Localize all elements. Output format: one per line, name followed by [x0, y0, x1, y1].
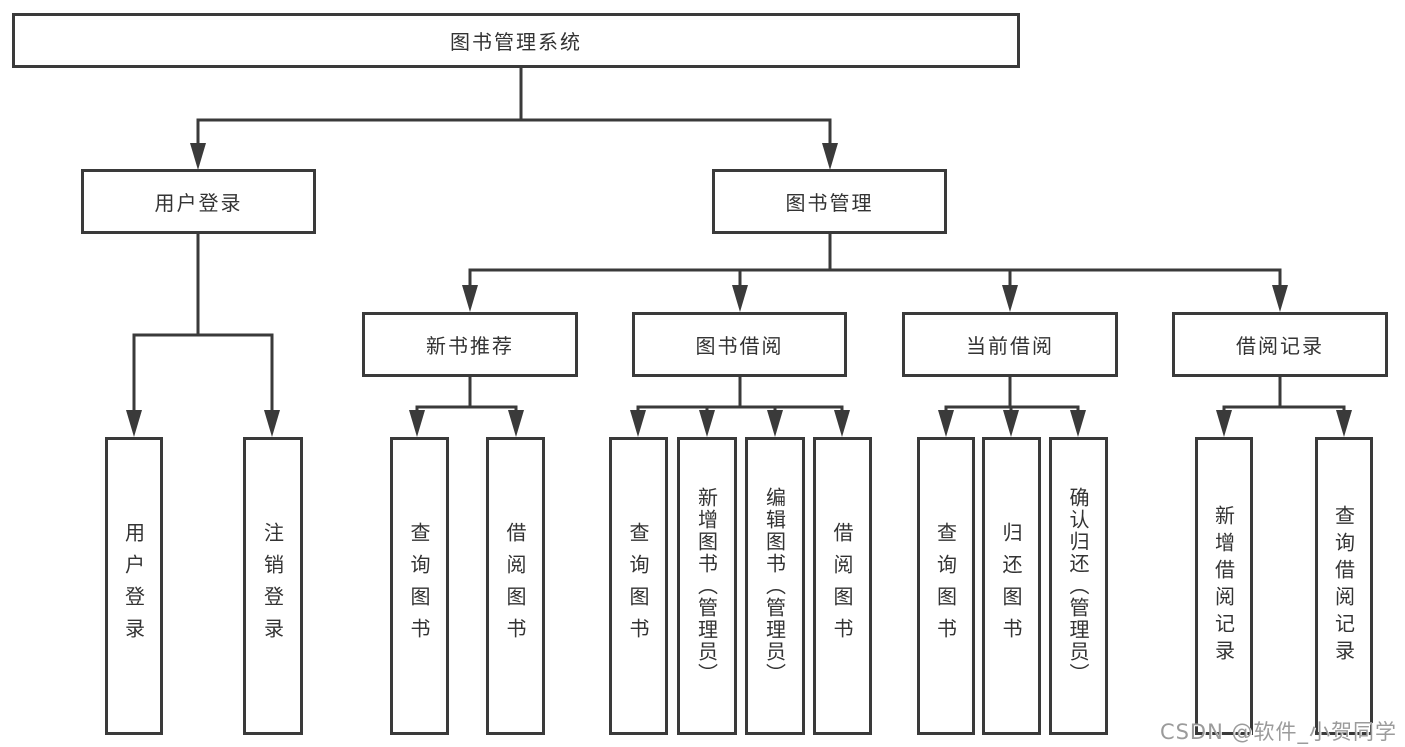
csdn-watermark: CSDN @软件_小贺同学	[1159, 720, 1397, 744]
leaf-query-books-current: 查询图书	[917, 437, 975, 735]
leaf-logout: 注销登录	[243, 437, 303, 735]
leaf-borrow-books-borrow: 借阅图书	[813, 437, 872, 735]
leaf-query-books-newbooks: 查询图书	[390, 437, 449, 735]
node-library-system: 图书管理系统	[12, 13, 1020, 68]
arrowheads	[126, 143, 1352, 437]
leaf-query-borrow-record: 查询借阅记录	[1315, 437, 1373, 735]
leaf-return-book: 归还图书	[982, 437, 1041, 735]
node-current-borrow: 当前借阅	[902, 312, 1118, 377]
leaf-add-book-admin: 新增图书（管理员）	[677, 437, 737, 735]
leaf-user-login: 用户登录	[105, 437, 163, 735]
leaf-add-borrow-record: 新增借阅记录	[1195, 437, 1253, 735]
node-new-book-recommend: 新书推荐	[362, 312, 578, 377]
node-book-management: 图书管理	[712, 169, 947, 234]
leaf-confirm-return-admin: 确认归还（管理员）	[1049, 437, 1108, 735]
node-borrow-records: 借阅记录	[1172, 312, 1388, 377]
leaf-query-books-borrow: 查询图书	[609, 437, 668, 735]
leaf-borrow-books-newbooks: 借阅图书	[486, 437, 545, 735]
leaf-edit-book-admin: 编辑图书（管理员）	[745, 437, 805, 735]
node-book-borrow: 图书借阅	[632, 312, 847, 377]
node-user-login: 用户登录	[81, 169, 316, 234]
